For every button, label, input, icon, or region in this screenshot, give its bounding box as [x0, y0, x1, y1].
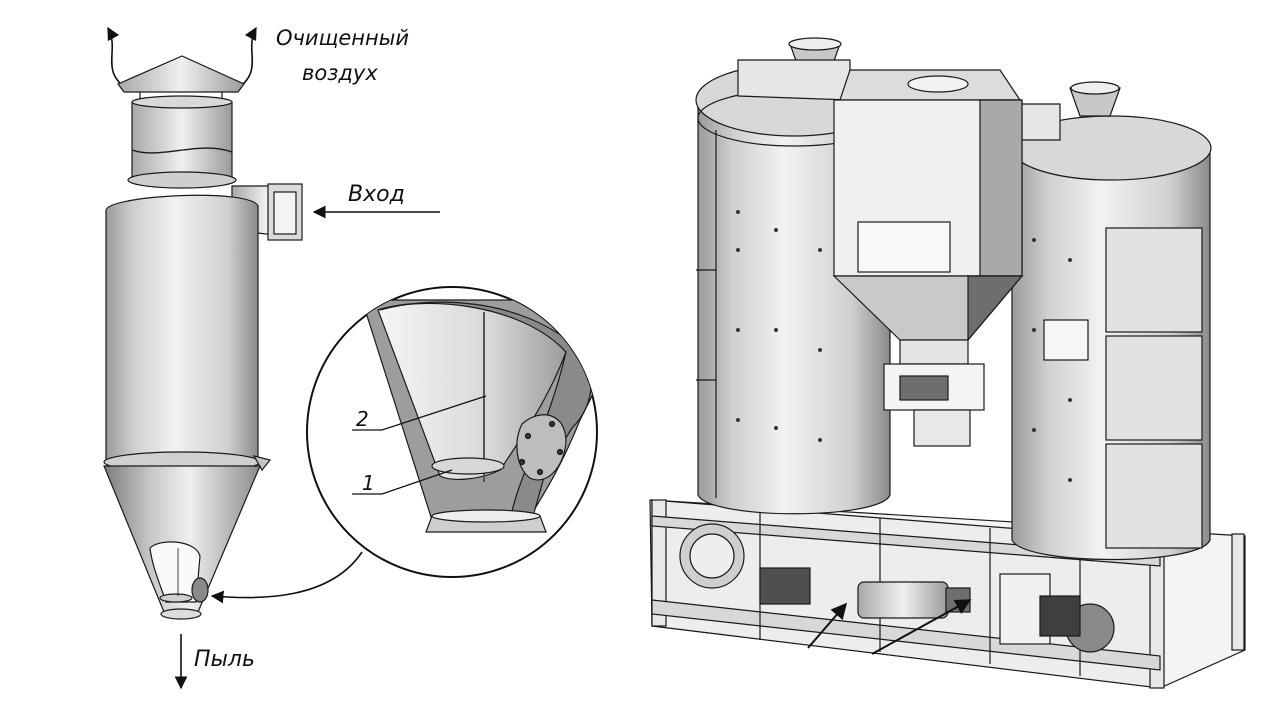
rivets	[736, 210, 1072, 482]
clean-air-label-line1: Очищенный	[276, 26, 409, 50]
clean-air-label-line2: воздух	[302, 61, 378, 85]
cyclone-body	[105, 194, 259, 463]
exhaust-pipe	[131, 101, 233, 183]
detail-leader	[210, 551, 363, 604]
central-hopper	[832, 69, 1024, 447]
disk-1	[431, 457, 505, 475]
dryer-unit	[649, 37, 1246, 689]
access-hatch	[516, 414, 567, 481]
inlet-label: Вход	[348, 182, 405, 207]
right-silo	[979, 81, 1212, 561]
callout-1-label: 1	[362, 471, 375, 495]
clean-air-arrows	[107, 26, 257, 89]
callout-2-label: 2	[356, 407, 369, 431]
cyclone	[103, 26, 440, 690]
rain-cap	[117, 55, 245, 93]
dust-label: Пыль	[194, 647, 255, 672]
detail-view	[306, 286, 598, 578]
